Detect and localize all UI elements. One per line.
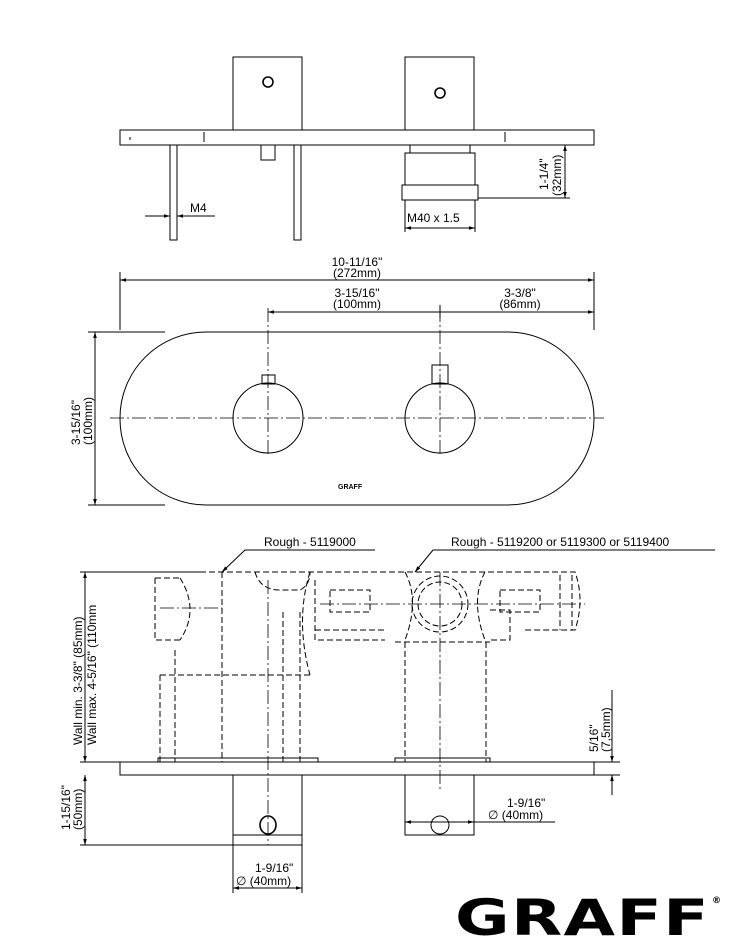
- handle-depth-mm: (50mm): [71, 789, 85, 830]
- left-handle-top: [232, 56, 303, 131]
- right-handle-top: [404, 56, 475, 131]
- edge-offset-in: 3-3/8": [504, 286, 536, 300]
- handle-dia-right-in: 1-9/16": [507, 796, 545, 810]
- height-mm: (100mm): [81, 397, 95, 445]
- trim-plate-top: [119, 129, 595, 146]
- graff-logo: GRAFF ®: [455, 889, 721, 947]
- handle-dia-left-mm: ∅ (40mm): [236, 874, 291, 888]
- trim-plate-side: [119, 761, 595, 776]
- side-view: Rough - 5119000 Rough - 5119200 or 51193…: [59, 535, 715, 893]
- right-handle-side: [404, 774, 475, 836]
- handle-depth-in: 1-15/16": [59, 785, 73, 830]
- m4-label: M4: [190, 201, 207, 215]
- left-handle-knob: [232, 382, 304, 454]
- rough-left-label: Rough - 5119000: [264, 535, 356, 549]
- cartridge-body: [404, 152, 476, 186]
- plate-thickness-mm: (7,5mm): [599, 707, 613, 752]
- overall-width-mm: (272mm): [333, 266, 381, 280]
- height-in: 3-15/16": [69, 400, 83, 445]
- right-handle-knob: [404, 382, 476, 454]
- plate-thickness-in: 5/16": [587, 724, 601, 752]
- svg-text:®: ®: [712, 896, 721, 906]
- stem: [260, 144, 276, 161]
- edge-offset-mm: (86mm): [499, 297, 540, 311]
- top-view: 1-1/4" (32mm) M4 M40 x 1.5: [119, 56, 595, 241]
- depth-mm-label: (32mm): [550, 155, 564, 196]
- handle-dia-right-mm: ∅ (40mm): [488, 808, 543, 822]
- wall-min-label: Wall min. 3-3/8" (85mm): [71, 616, 85, 745]
- svg-text:GRAFF: GRAFF: [455, 889, 710, 947]
- depth-in-label: 1-1/4": [537, 158, 551, 190]
- mounting-screw: [293, 144, 302, 241]
- plate-logo: GRAFF: [338, 484, 363, 491]
- rough-right-label: Rough - 5119200 or 5119300 or 5119400: [451, 535, 670, 549]
- set-screw-icon: [434, 87, 446, 99]
- wall-max-label: Wall max. 4-5/16" (110mm: [85, 605, 99, 745]
- center-spacing-mm: (100mm): [333, 297, 381, 311]
- center-spacing-in: 3-15/16": [335, 286, 380, 300]
- set-screw-icon: [262, 76, 274, 88]
- left-handle-side: [232, 774, 303, 836]
- front-view: 10-11/16" (272mm) 3-15/16" (100mm) 3-3/8…: [69, 255, 604, 506]
- handle-dia-left-in: 1-9/16": [255, 861, 293, 875]
- thread-label: M40 x 1.5: [407, 211, 460, 225]
- mounting-screw: [169, 144, 178, 241]
- trim-plate-front: [119, 331, 595, 506]
- overall-width-in: 10-11/16": [332, 255, 383, 269]
